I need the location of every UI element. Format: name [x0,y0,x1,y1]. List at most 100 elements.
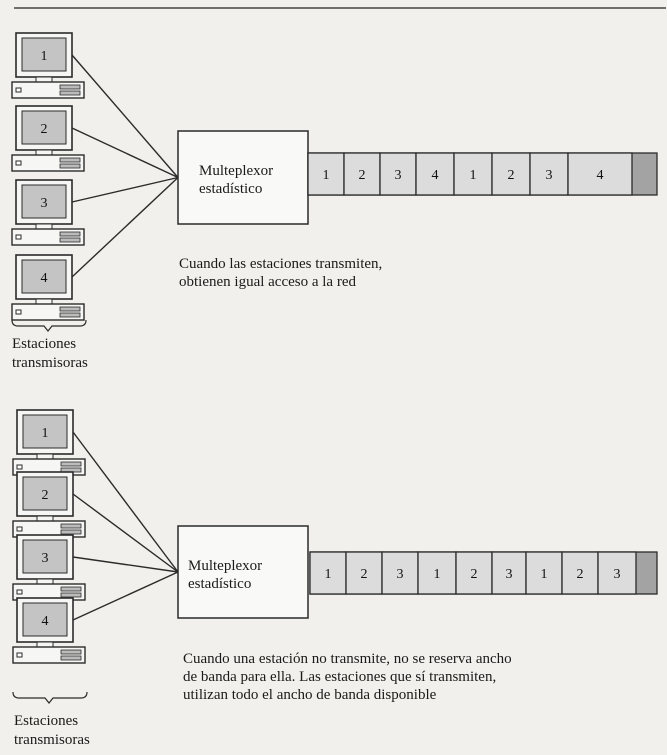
slot-label: 1 [541,567,548,582]
drive-bay [60,592,82,598]
slot-label: 4 [597,168,604,183]
drive-bay [59,84,81,90]
stations-label-top: Estaciones transmisoras [12,335,88,373]
link-line [71,54,179,178]
monitor-stand [36,453,54,460]
slot-label: 1 [470,168,477,183]
time-slot [379,152,417,196]
monitor-screen [22,539,68,574]
computer-icon: 3 [11,179,85,246]
link-line [72,431,179,573]
slot-label: 2 [577,567,584,582]
multiplexer-label-line1: Multeplexor [199,163,274,179]
time-slot [529,152,569,196]
time-slot [345,551,383,595]
monitor-stand [35,298,53,305]
drive-bay [59,90,81,96]
system-unit [11,154,85,172]
slot-label: 3 [506,567,513,582]
slot-label: 2 [508,168,515,183]
monitor-screen [21,184,67,219]
monitor-stand [35,76,53,83]
power-button [16,526,23,532]
slot-label: 1 [325,567,332,582]
monitor-stand [36,641,54,648]
monitor-stand [35,223,53,230]
computer-icon: 2 [12,471,86,538]
stations-label-line2: transmisoras [14,732,90,748]
slot-label: 1 [323,168,330,183]
time-slot [343,152,381,196]
caption-line2: obtienen igual acceso a la red [179,274,356,290]
slot-label: 2 [359,168,366,183]
caption-line1: Cuando las estaciones transmiten, [179,256,383,272]
slot-label: 2 [361,567,368,582]
multiplexer-label-line2: estadístico [188,576,252,592]
slot-label: 1 [434,567,441,582]
drive-bay [59,231,81,237]
multiplexer-label-line1: Multeplexor [188,558,263,574]
slot-label: 3 [397,567,404,582]
monitor-screen [22,476,68,511]
time-slot [491,152,531,196]
time-slot [307,152,345,196]
power-button [15,87,22,93]
link-line [71,127,179,179]
time-slot [597,551,637,595]
station-number: 1 [42,426,49,441]
monitor-screen [21,110,67,145]
link-line [71,176,179,203]
station-number: 2 [41,122,48,137]
caption-line1: Cuando una estación no transmite, no se … [183,651,512,667]
link-line [72,556,179,573]
drive-bay [60,523,82,529]
stations-brace [11,319,87,332]
drive-bay [60,461,82,467]
station-number: 4 [42,614,49,629]
station-number: 3 [41,196,48,211]
monitor-stand [35,149,53,156]
power-button [16,652,23,658]
slot-label: 2 [471,567,478,582]
drive-bay [60,529,82,535]
multiplexer-label-line2: estadístico [199,181,263,197]
stations-brace [12,691,88,704]
multiplexer-label-bottom: Multeplexor estadístico [188,557,262,593]
computer-icon: 4 [11,254,85,321]
monitor-screen [22,414,68,449]
multiplexer-box [177,525,309,619]
stations-label-line1: Estaciones [12,336,77,352]
power-button [15,309,22,315]
drive-bay [59,237,81,243]
stations-label-line2: transmisoras [12,355,88,371]
power-button [16,464,23,470]
link-line [71,176,179,278]
time-slot [567,152,633,196]
link-line [72,493,179,573]
stations-label-bottom: Estaciones transmisoras [14,712,90,750]
drive-bay [59,163,81,169]
caption-top: Cuando las estaciones transmiten, obtien… [179,255,382,291]
drive-bay [59,306,81,312]
multiplexer-label-top: Multeplexor estadístico [199,162,273,198]
time-slot [491,551,527,595]
computer-icon: 1 [12,409,86,476]
drive-bay [60,655,82,661]
computer-icon: 3 [12,534,86,601]
station-number: 3 [42,551,49,566]
slot-label: 3 [395,168,402,183]
caption-bottom: Cuando una estación no transmite, no se … [183,650,512,704]
time-slot [415,152,455,196]
drive-bay [59,312,81,318]
monitor-stand [36,515,54,522]
computer-icon: 4 [12,597,86,664]
caption-line2: de banda para ella. Las estaciones que s… [183,669,497,685]
computer-icon: 2 [11,105,85,172]
caption-line3: utilizan todo el ancho de banda disponib… [183,687,437,703]
monitor-screen [21,259,67,294]
time-slot [455,551,493,595]
monitor-stand [36,578,54,585]
